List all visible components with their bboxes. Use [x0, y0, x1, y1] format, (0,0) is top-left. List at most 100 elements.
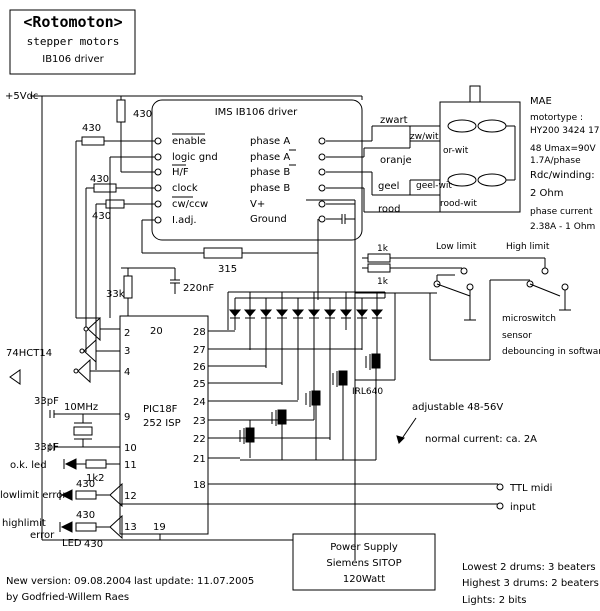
pic-chip	[119, 315, 209, 535]
wire-zwwit: zw/wit	[410, 132, 439, 142]
pic-pin-26: 26	[193, 362, 206, 373]
high-limit-label: High limit	[506, 242, 550, 252]
highlimit-label: highlimit	[2, 518, 46, 529]
coil-b1	[447, 173, 477, 187]
mosfet-label: IRL640	[352, 387, 383, 397]
pic-pin-4: 4	[124, 367, 130, 378]
wire-geelwit: geel-wit	[416, 181, 452, 191]
inverters	[73, 316, 120, 384]
mosfets	[239, 353, 381, 461]
motor-spec5: phase current	[530, 207, 593, 217]
wire-geel: geel	[378, 181, 399, 192]
resistor-315	[203, 247, 243, 259]
footer-version: New version: 09.08.2004	[6, 576, 131, 587]
sensor-label: sensor	[502, 331, 532, 341]
footer-update: last update: 11.07.2005	[134, 576, 254, 587]
resistor-430-b	[93, 183, 117, 193]
low-microswitch	[433, 274, 476, 321]
motor-spec2: 1.7A/phase	[530, 156, 581, 166]
pic-pin-27: 27	[193, 345, 206, 356]
resistor-1k2	[85, 459, 107, 469]
motor-title: MAE	[530, 96, 552, 107]
motor-spec3: Rdc/winding:	[530, 170, 595, 181]
ttl-midi-label: TTL midi	[509, 483, 552, 494]
lowlimit-led-icon	[60, 489, 73, 501]
pic-pin-23: 23	[193, 416, 206, 427]
pic-pin-2: 2	[124, 328, 130, 339]
inverter-label: 74HCT14	[6, 348, 52, 359]
r430-c-label: 430	[92, 211, 111, 222]
supply-label: +5Vdc	[5, 91, 38, 102]
r430-e-label: 430	[76, 510, 95, 521]
note-2: Highest 3 drums: 2 beaters	[462, 578, 599, 589]
pin-hf: H/F	[172, 167, 189, 178]
resistor-33k	[123, 275, 133, 299]
microswitch-label: microswitch	[502, 314, 556, 324]
resistor-430-e	[75, 522, 97, 532]
pin-phase-a: phase A	[250, 136, 290, 147]
current-label: normal current: ca. 2A	[425, 434, 537, 445]
title-box	[9, 9, 136, 75]
wire-orwit: or-wit	[443, 146, 469, 156]
resistor-430-c	[105, 199, 125, 209]
motor-spec4: 2 Ohm	[530, 188, 564, 199]
subtitle: stepper motors	[27, 35, 120, 48]
power-supply-box	[292, 533, 436, 591]
motor-spec1: 48 Umax=90V	[530, 144, 597, 154]
pin-enable: enable	[172, 136, 206, 147]
pin-logic-gnd: logic gnd	[172, 152, 218, 163]
input-terminal	[496, 502, 504, 510]
pin-iadj: I.adj.	[172, 215, 197, 226]
r1k2-label: 1k2	[86, 473, 105, 484]
wire-oranje: oranje	[380, 155, 412, 166]
r430-top-label: 430	[133, 109, 152, 120]
coil-a2	[477, 119, 507, 133]
psu-line-3: 120Watt	[343, 574, 385, 585]
resistor-430-d	[75, 490, 97, 500]
pic-pin-20: 20	[150, 326, 163, 337]
high-limit-terminal	[541, 267, 549, 275]
lowlimit-error-label: lowlimit error	[0, 490, 67, 501]
title: <Rotomoton>	[23, 13, 122, 31]
pic-pin-21: 21	[193, 454, 206, 465]
led-label: LED	[62, 538, 82, 549]
ttl-midi-terminal	[496, 483, 504, 491]
motor-specs: MAE motortype : HY200 3424 170 48 Umax=9…	[530, 96, 600, 232]
pic-name-2: 252 ISP	[143, 418, 181, 429]
pic-pin-19: 19	[153, 522, 166, 533]
r430-e2-label: 430	[84, 539, 103, 550]
pic-pin-3: 3	[124, 346, 130, 357]
resistor-1k-b	[367, 263, 391, 273]
ims-driver-box	[151, 99, 363, 241]
pic-pin-18: 18	[193, 480, 206, 491]
pic-pin-12: 12	[124, 491, 137, 502]
error-label: error	[30, 530, 55, 541]
wire-roodwit: rood-wit	[440, 199, 477, 209]
resistor-430-top	[116, 99, 126, 123]
ims-left-pins: enable logic gnd H/F clock cw/ccw I.adj.	[154, 133, 218, 226]
pin-vplus: V+	[250, 199, 265, 210]
pic-pin-22: 22	[193, 434, 206, 445]
coil-a1	[447, 119, 477, 133]
adjustable-label: adjustable 48-56V	[412, 402, 503, 413]
motor-box	[439, 101, 521, 213]
pin-phase-b-bar: phase B	[250, 167, 290, 178]
cap-220nf-label: 220nF	[183, 283, 214, 294]
motor-shaft	[469, 85, 481, 103]
footer-author: by Godfried-Willem Raes	[6, 592, 129, 603]
motor-spec6: 2.38A - 1 Ohm	[530, 222, 595, 232]
ims-right-pins: phase A phase A phase B phase B V+ Groun…	[250, 136, 326, 225]
debounce-label: debouncing in software	[502, 347, 600, 357]
ok-led-label: o.k. led	[10, 460, 47, 471]
psu-line-1: Power Supply	[330, 542, 398, 553]
pin-phase-a-bar: phase A	[250, 152, 290, 163]
crystal	[73, 426, 93, 436]
pic-right-pins: 28 27 26 25 24 23 22 21 18	[193, 327, 206, 491]
ok-led-icon	[64, 458, 77, 470]
high-microswitch	[526, 280, 571, 311]
resistor-430-a	[81, 136, 105, 146]
crystal-cap2: 33pF	[34, 442, 59, 453]
r1k-a-label: 1k	[377, 244, 389, 254]
motor-type-label: motortype :	[530, 113, 583, 123]
